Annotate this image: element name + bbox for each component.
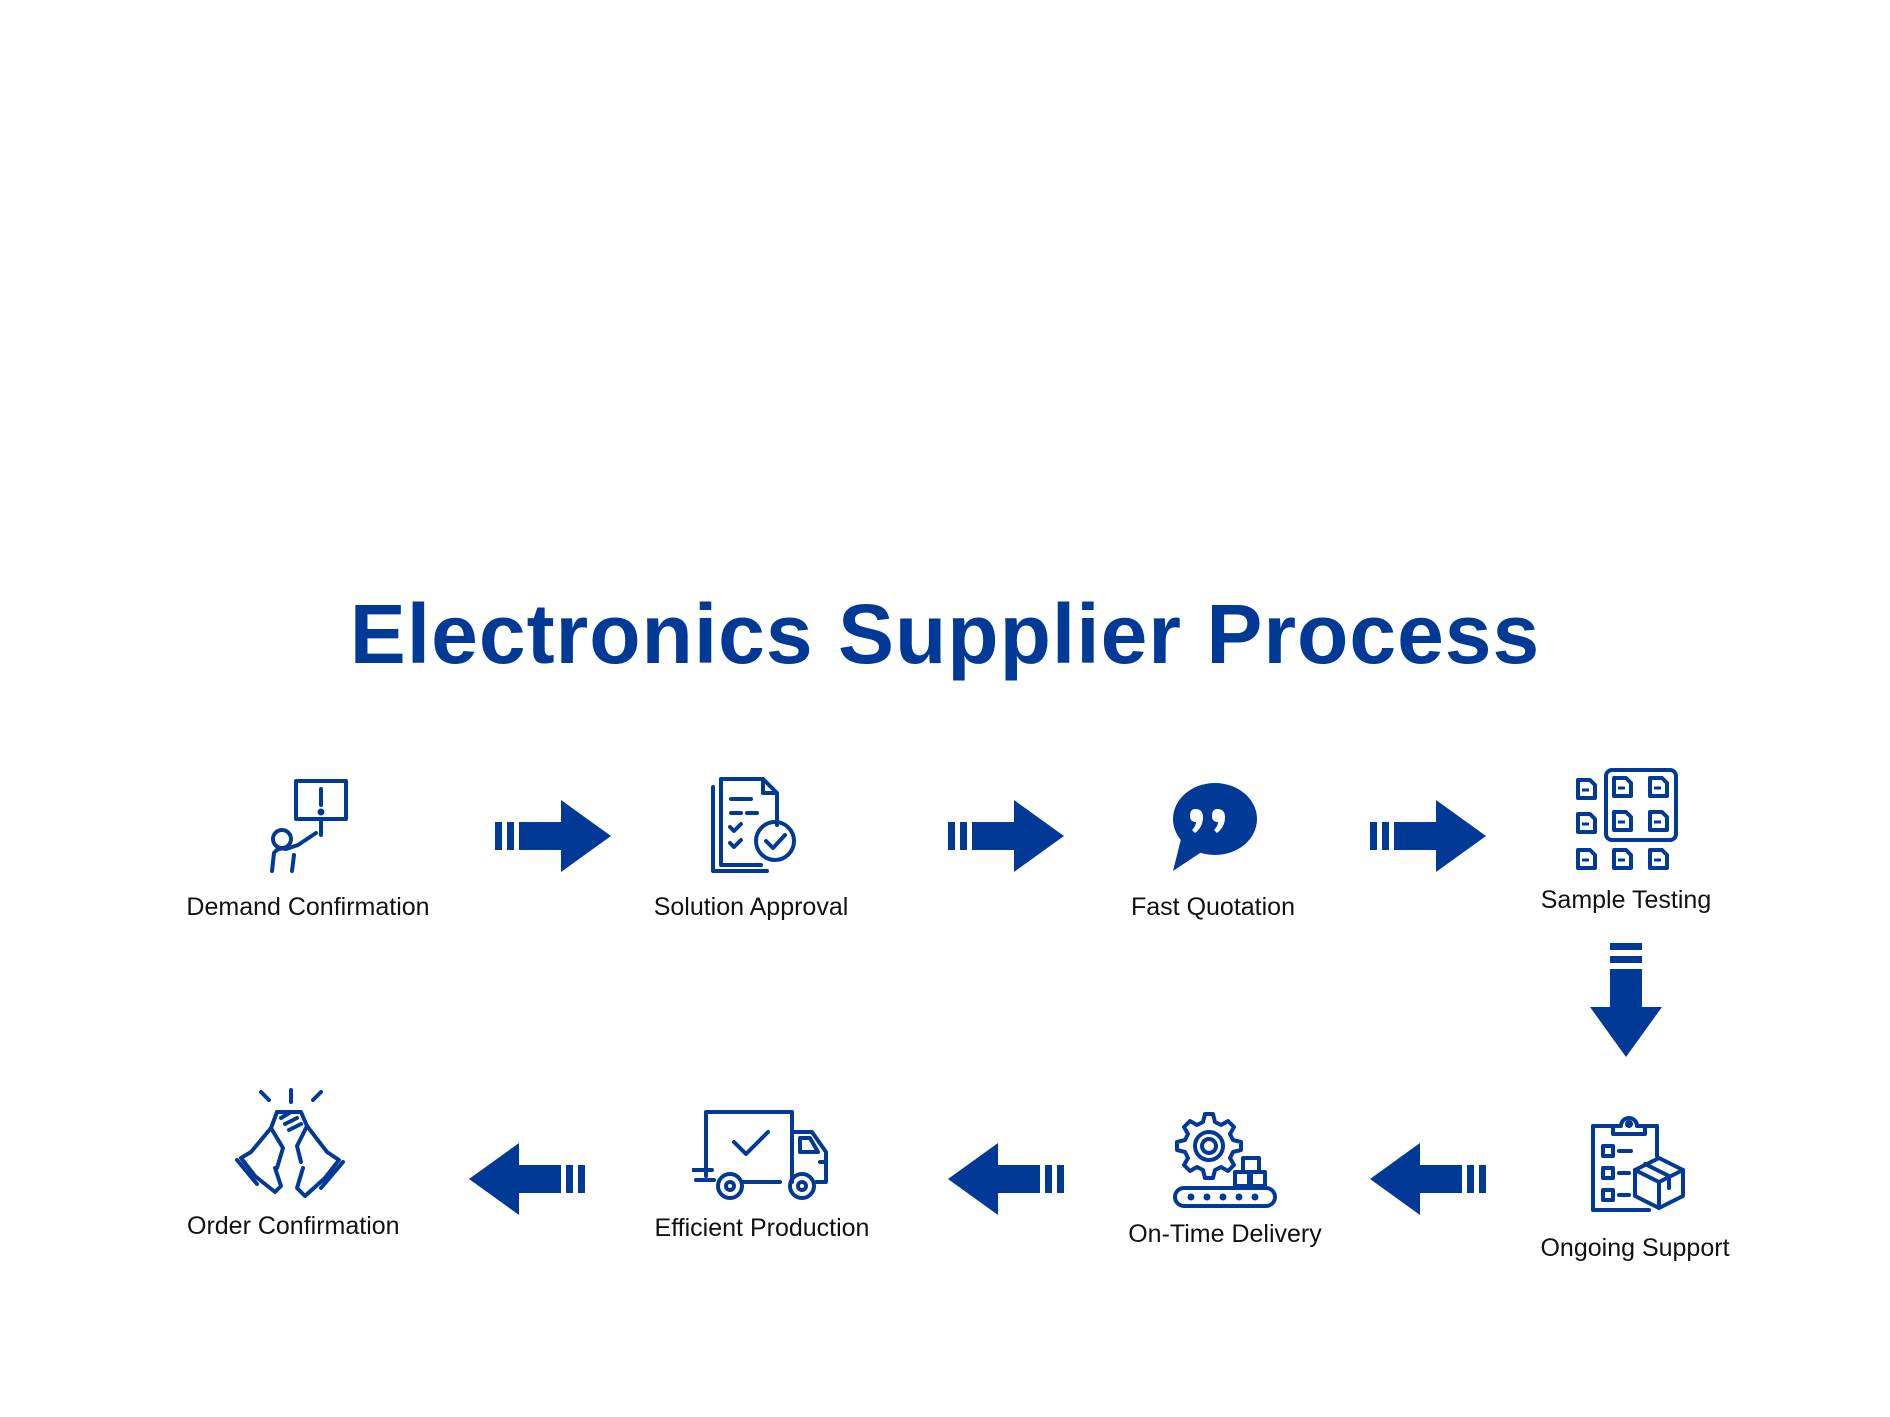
step-order-confirmation: Order Confirmation (111, 1088, 471, 1241)
step-demand-confirmation: Demand Confirmation (128, 775, 488, 922)
step-label: Solution Approval (653, 893, 849, 921)
step-label: Efficient Production (654, 1214, 870, 1242)
delivery-truck-icon (692, 1110, 828, 1200)
arrow-right-icon (948, 800, 1064, 872)
step-label: Demand Confirmation (186, 893, 430, 921)
arrow-right-icon (495, 800, 611, 872)
step-fast-quotation: Fast Quotation (1033, 775, 1393, 922)
step-label: On-Time Delivery (1128, 1220, 1322, 1248)
arrow-left-icon (469, 1143, 585, 1215)
arrow-left-icon (948, 1143, 1064, 1215)
step-label: Ongoing Support (1540, 1234, 1730, 1262)
quote-bubble-icon (1173, 783, 1257, 871)
step-label: Sample Testing (1540, 886, 1712, 914)
arrow-left-icon (1370, 1143, 1486, 1215)
step-on-time-delivery: On-Time Delivery (1045, 1108, 1405, 1249)
step-solution-approval: Solution Approval (571, 775, 931, 922)
checklist-document-icon (711, 777, 796, 873)
arrow-right-icon (1370, 800, 1486, 872)
step-label: Order Confirmation (187, 1212, 400, 1240)
page-title: Electronics Supplier Process (349, 587, 1541, 681)
step-sample-testing: Sample Testing (1446, 768, 1806, 915)
step-label: Fast Quotation (1131, 893, 1295, 921)
step-efficient-production: Efficient Production (582, 1108, 942, 1243)
person-sign-icon (270, 779, 348, 873)
arrow-down-icon (1590, 943, 1662, 1057)
gear-conveyor-icon (1173, 1112, 1277, 1208)
step-ongoing-support: Ongoing Support (1455, 1112, 1815, 1263)
handshake-icon (235, 1088, 345, 1198)
document-grid-icon (1576, 768, 1678, 870)
clipboard-box-icon (1591, 1116, 1685, 1212)
